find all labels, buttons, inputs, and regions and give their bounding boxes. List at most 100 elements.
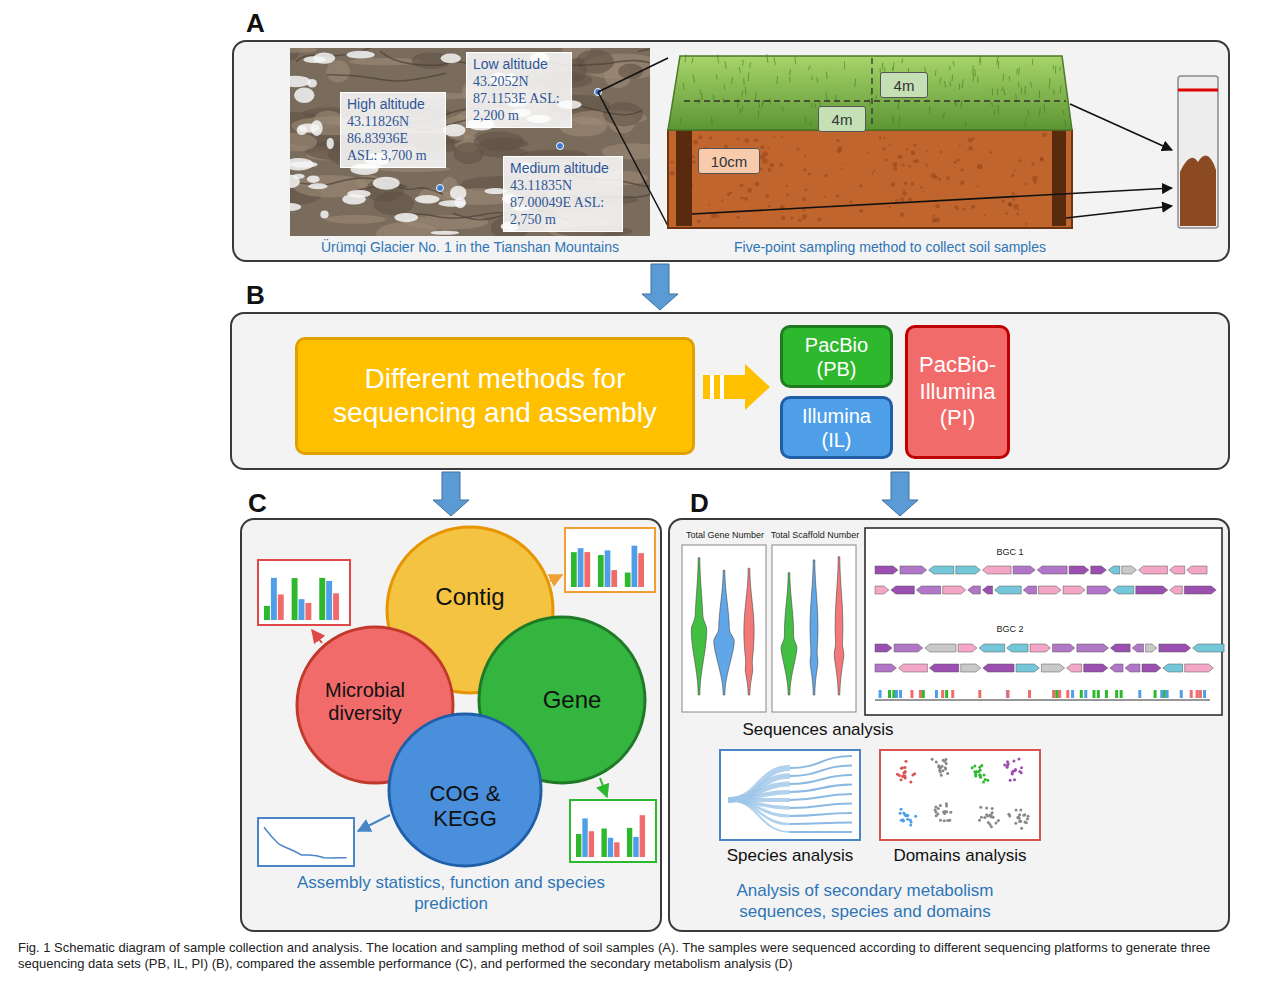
soil-grain <box>867 152 869 154</box>
grass-blade <box>755 92 756 101</box>
soil-grain <box>836 194 839 197</box>
gene-arrow <box>1030 644 1051 652</box>
figure-caption: Fig. 1 Schematic diagram of sample colle… <box>18 940 1266 972</box>
domain-dot <box>905 814 908 817</box>
sample-arrow <box>1070 104 1172 150</box>
domain-dot <box>941 769 944 772</box>
violin <box>781 573 797 695</box>
soil-grain <box>768 205 770 207</box>
grass-blade <box>1018 68 1019 76</box>
snow-patch <box>303 56 326 63</box>
domain-dot <box>997 819 1000 822</box>
gene-arrow <box>916 586 940 594</box>
grass-blade <box>994 109 996 115</box>
panel-fill <box>240 518 662 932</box>
gene-arrow <box>898 664 927 672</box>
grass-blade <box>965 121 967 127</box>
grass-blade <box>739 67 740 73</box>
grass-blade <box>809 66 810 70</box>
site-name: Low altitude <box>473 56 565 73</box>
species-flow <box>790 804 852 809</box>
gene-arrow <box>1039 586 1062 594</box>
chart-bar <box>333 593 339 620</box>
grass-blade <box>1049 78 1050 82</box>
domain-dot <box>896 773 899 776</box>
terrain-patch <box>376 222 439 236</box>
pointer-arrow <box>312 630 322 643</box>
domain-dot <box>1017 758 1020 761</box>
gene-arrow <box>1110 664 1123 672</box>
grass-surface <box>668 56 1072 130</box>
soil-sample <box>1180 156 1216 226</box>
terrain-patch <box>474 131 524 151</box>
scaffold-tick <box>892 690 895 698</box>
grass-blade <box>962 79 963 88</box>
scaffold-tick <box>919 690 922 698</box>
gene-arrow <box>982 566 1011 574</box>
domain-dot <box>904 760 907 763</box>
soil-grain <box>744 197 748 201</box>
gene-arrow <box>1037 566 1067 574</box>
domain-dot <box>904 766 907 769</box>
domain-dot <box>986 779 989 782</box>
gene-arrow <box>900 566 927 574</box>
domain-dot <box>939 770 942 773</box>
soil-grain <box>842 164 844 166</box>
scaffold-tick <box>879 690 882 698</box>
soil-grain <box>900 212 904 216</box>
sample-arrow <box>692 188 1172 214</box>
grass-blade <box>1025 122 1026 127</box>
gene-arrow <box>943 586 966 594</box>
grass-blade <box>1060 86 1062 94</box>
panel-fill <box>230 312 1230 470</box>
grass-blade <box>991 102 992 106</box>
scaffold-tick <box>1138 690 1141 698</box>
grass-blade <box>742 60 743 66</box>
soil-grain <box>898 155 902 159</box>
gene-arrow <box>929 664 958 672</box>
gene-arrow <box>1069 566 1089 574</box>
soil-grain <box>859 209 863 213</box>
grass-blade <box>950 82 951 87</box>
domain-dot <box>939 819 942 822</box>
soil-grain <box>1013 204 1018 209</box>
species-flow <box>728 784 790 800</box>
soil-grain <box>983 214 985 216</box>
domain-dot <box>1006 764 1009 767</box>
gene-arrow <box>995 586 1022 594</box>
grass-blade <box>723 98 724 103</box>
chart-thumbnail <box>258 818 354 866</box>
soil-grain <box>871 173 873 175</box>
gene-arrow <box>1091 566 1107 574</box>
domain-dot <box>943 819 946 822</box>
site-coordinates: 43.11835N 87.00049E ASL: 2,750 m <box>510 177 616 228</box>
soil-grain <box>908 197 912 201</box>
domain-dot <box>935 761 938 764</box>
soil-grain <box>767 147 769 149</box>
soil-grain <box>786 193 789 196</box>
species-flow <box>728 800 790 816</box>
gene-arrow <box>894 644 923 652</box>
domain-dot <box>1018 820 1021 823</box>
grass-blade <box>980 55 981 62</box>
gene-arrow <box>891 586 914 594</box>
grass-blade <box>1063 110 1064 115</box>
dimension-box: 4m <box>818 106 866 132</box>
domain-dot <box>1012 759 1015 762</box>
snow-patch <box>308 183 328 189</box>
gene-arrow <box>875 586 889 594</box>
dimension-box: 10cm <box>698 148 760 174</box>
soil-grain <box>670 171 675 176</box>
grass-blade <box>826 72 828 79</box>
grass-blade <box>776 76 778 84</box>
chart-bar <box>319 578 325 620</box>
domain-dot <box>980 816 983 819</box>
arrow-stripe <box>710 375 714 399</box>
panel-b: BDifferent methods for sequencing and as… <box>230 312 1230 470</box>
domain-dot <box>982 781 985 784</box>
site-marker <box>557 143 564 150</box>
soil-grain <box>817 217 821 221</box>
grass-blade <box>1021 88 1022 95</box>
domain-dot <box>911 774 914 777</box>
